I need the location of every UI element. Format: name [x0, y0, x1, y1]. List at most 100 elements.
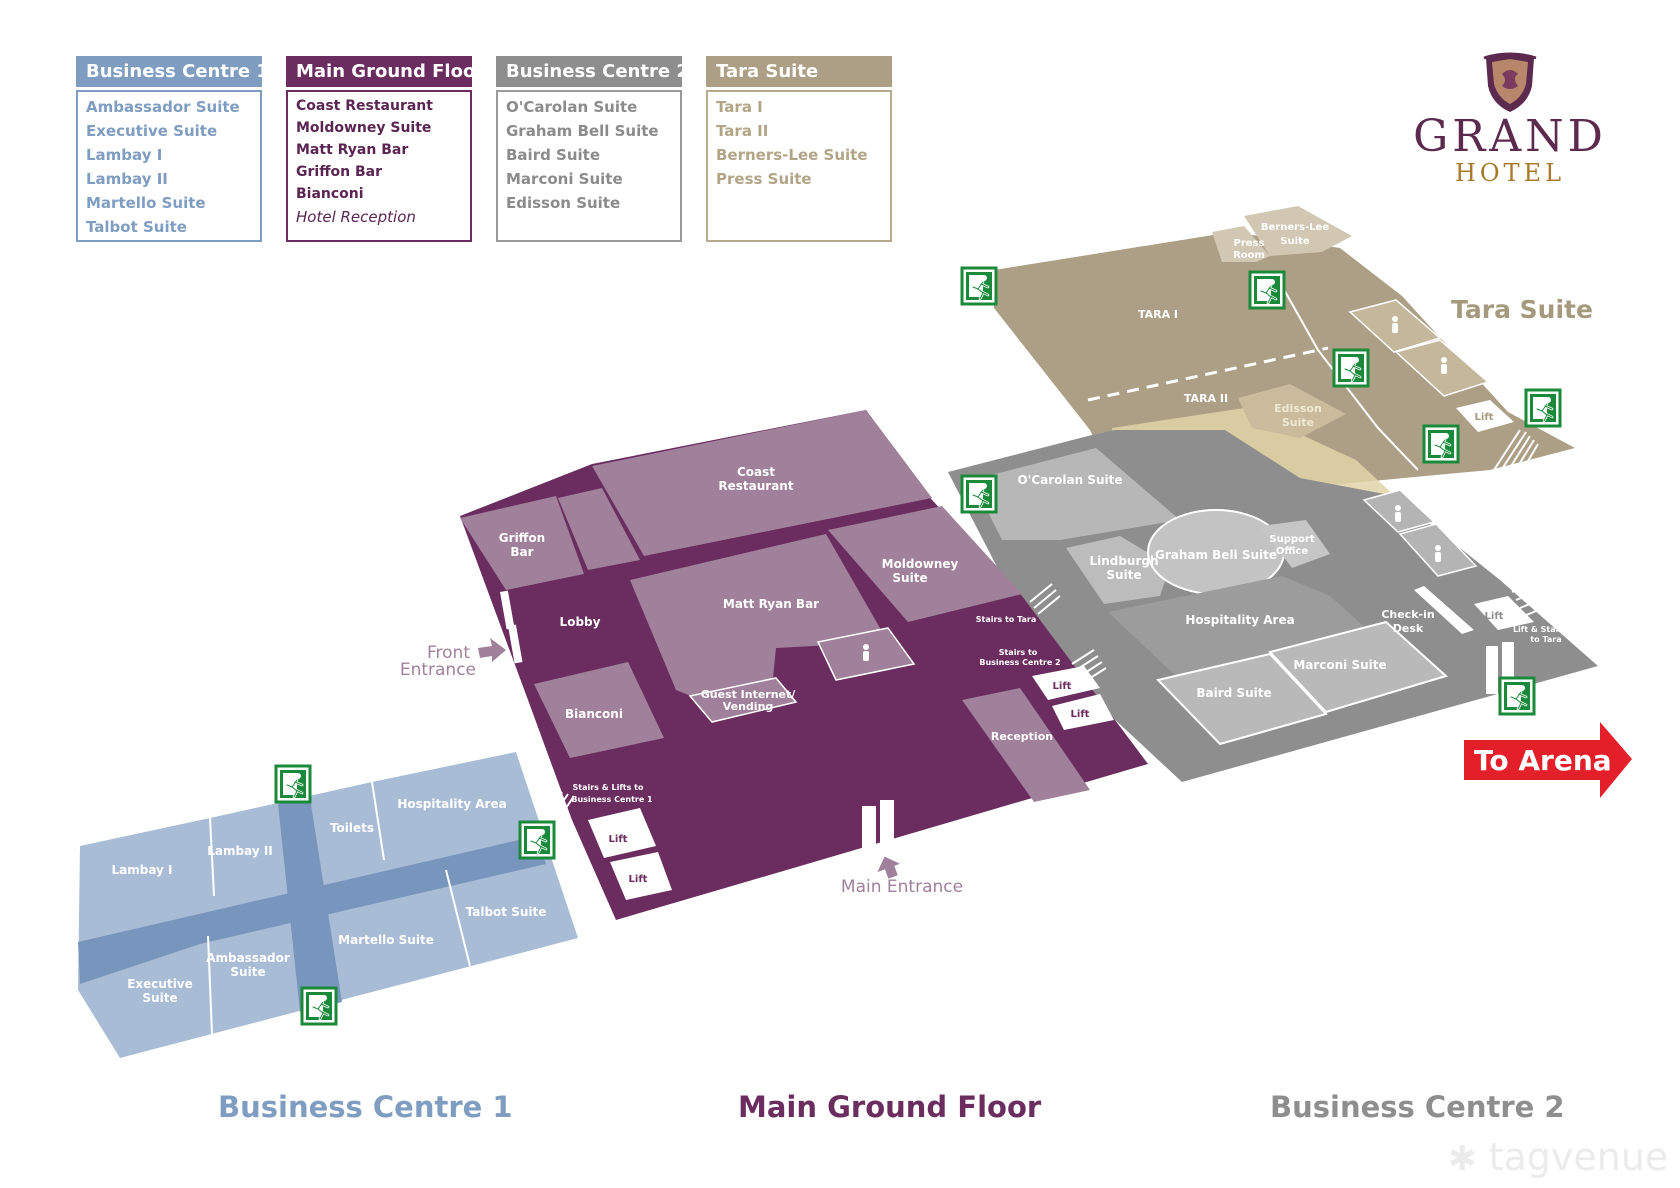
room-label-press-2: Room: [1233, 250, 1265, 261]
room-label-guest-internet-2: Vending: [723, 700, 774, 713]
legend-item: Edisson Suite: [506, 194, 621, 212]
watermark-logo-icon: ✱: [1448, 1139, 1477, 1179]
room-label-toilets: Toilets: [330, 821, 374, 835]
room-label-coast-1: Coast: [737, 465, 775, 479]
edisson-room: [1238, 384, 1346, 438]
bc1-wall: [209, 817, 215, 897]
to-arena-label: To Arena: [1474, 744, 1612, 777]
legend-item: Talbot Suite: [86, 218, 187, 236]
emergency-exit-icon: [1422, 424, 1460, 464]
bc2-stairs: [1507, 573, 1549, 617]
tara-wall: [1281, 285, 1419, 471]
emergency-exit-icon: [1498, 676, 1536, 716]
berners-lee-room: [1244, 206, 1352, 256]
emergency-exit-icon: [1524, 388, 1562, 428]
legend-item: Baird Suite: [506, 146, 601, 164]
room-label-bianconi: Bianconi: [565, 707, 623, 721]
bc1-corridor: [278, 798, 342, 1012]
room-label-marconi: Marconi Suite: [1293, 658, 1386, 672]
bottom-label-business-centre-1: Business Centre 1: [218, 1090, 513, 1124]
legend-item: Press Suite: [716, 170, 812, 188]
legend-tara-suite: Tara Suite Tara I Tara II Berners-Lee Su…: [706, 56, 892, 242]
room-label-checkin-1: Check-in: [1381, 608, 1434, 621]
front-entrance-door: [507, 624, 523, 664]
room-label-talbot: Talbot Suite: [466, 905, 547, 919]
toilet-icon: [863, 644, 869, 661]
label-lift: Lift: [609, 834, 628, 845]
bc1-wall: [445, 869, 471, 967]
room-label-edisson-2: Suite: [1282, 416, 1314, 429]
legend-item: O'Carolan Suite: [506, 98, 638, 116]
legend-title: Main Ground Floor: [286, 56, 472, 87]
room-label-berners-lee-1: Berners-Lee: [1261, 222, 1329, 233]
bc1-wall: [207, 935, 213, 1035]
checkin-counter: [1414, 586, 1474, 634]
emergency-exit-icon: [274, 764, 312, 804]
main-entrance-door: [880, 800, 894, 846]
legend-list: Tara I Tara II Berners-Lee Suite Press S…: [706, 90, 892, 242]
legend-list: Coast Restaurant Moldowney Suite Matt Ry…: [286, 90, 472, 242]
room-label-executive-2: Suite: [142, 991, 177, 1005]
legend-list: O'Carolan Suite Graham Bell Suite Baird …: [496, 90, 682, 242]
main-ground-floor-area: Coast Restaurant Griffon Bar Moldowney S…: [400, 410, 1148, 920]
emergency-exit-icon: [1248, 270, 1286, 310]
toilet-icon: [1441, 357, 1447, 374]
bc1-wall: [371, 781, 385, 861]
label-stairs-tara: Stairs to Tara: [976, 615, 1037, 624]
tara-stairs: [1493, 429, 1539, 479]
watermark: ✱ tagvenue: [1448, 1135, 1668, 1179]
legend-item: Berners-Lee Suite: [716, 146, 868, 164]
label-main-entrance: Main Entrance: [841, 877, 963, 897]
room-label-moldowney-2: Suite: [892, 571, 927, 585]
emergency-exit-icon: [1332, 348, 1370, 388]
lift-room: [588, 808, 656, 858]
griffon-bar-room: [460, 496, 584, 590]
room-label-coast-2: Restaurant: [718, 479, 793, 493]
legend-item: Martello Suite: [86, 194, 206, 212]
toilet-icon: [1435, 545, 1441, 562]
room-label-reception: Reception: [991, 730, 1053, 743]
bottom-label-business-centre-2: Business Centre 2: [1270, 1090, 1565, 1124]
to-arena-arrow[interactable]: To Arena: [1464, 722, 1632, 798]
room-label-martello: Martello Suite: [338, 933, 434, 947]
lift-room: [610, 852, 672, 900]
legend-item: Coast Restaurant: [296, 98, 433, 114]
label-stairs-bc2-1: Stairs to: [999, 648, 1038, 657]
room-label-lindburgh-1: Lindburgh: [1089, 554, 1158, 568]
toilet-icon: [1395, 505, 1401, 522]
label-stairs-bc1-2: Business Centre 1: [571, 795, 653, 804]
support-office-room: [1260, 520, 1330, 568]
press-room: [1212, 226, 1270, 262]
legend-item: Graham Bell Suite: [506, 122, 659, 140]
main-entrance-door: [862, 806, 876, 852]
watermark-text: tagvenue: [1488, 1135, 1669, 1179]
room-label-edisson-1: Edisson: [1274, 402, 1322, 415]
ocarolan-room: [972, 448, 1180, 540]
room-label-guest-internet-1: Guest Internet/: [701, 688, 797, 701]
stairs-to-tara: [1029, 583, 1061, 615]
legend-item: Ambassador Suite: [86, 98, 240, 116]
legend-item: Tara I: [716, 98, 763, 116]
label-lift: Lift: [629, 874, 648, 885]
lindburgh-room: [1066, 536, 1170, 604]
business-centre-1-area: Lambay I Lambay II Toilets Hospitality A…: [78, 752, 578, 1058]
room-label-support-office-1: Support: [1269, 534, 1314, 545]
bc2-lift-room: [1474, 596, 1534, 630]
room-label-baird: Baird Suite: [1196, 686, 1271, 700]
legend-item: Lambay II: [86, 170, 168, 188]
bc2-toilet-room: [1362, 489, 1436, 533]
legend-item: Griffon Bar: [296, 164, 383, 180]
moldowney-room: [828, 506, 1022, 622]
bottom-label-main-ground-floor: Main Ground Floor: [738, 1090, 1042, 1124]
legend-item: Matt Ryan Bar: [296, 142, 409, 158]
marconi-room: [1268, 620, 1448, 714]
room-label-lobby: Lobby: [560, 615, 601, 629]
grand-hotel-logo: GRAND HOTEL: [1410, 52, 1610, 186]
crest-icon: [1483, 52, 1537, 112]
room-label-hospitality-bc1: Hospitality Area: [397, 797, 506, 811]
label-lift: Lift: [1053, 681, 1072, 692]
tara-suite-label: Tara Suite: [1451, 295, 1593, 324]
main-entrance-arrow-icon: [877, 856, 900, 879]
room-label-moldowney-1: Moldowney: [882, 557, 959, 571]
